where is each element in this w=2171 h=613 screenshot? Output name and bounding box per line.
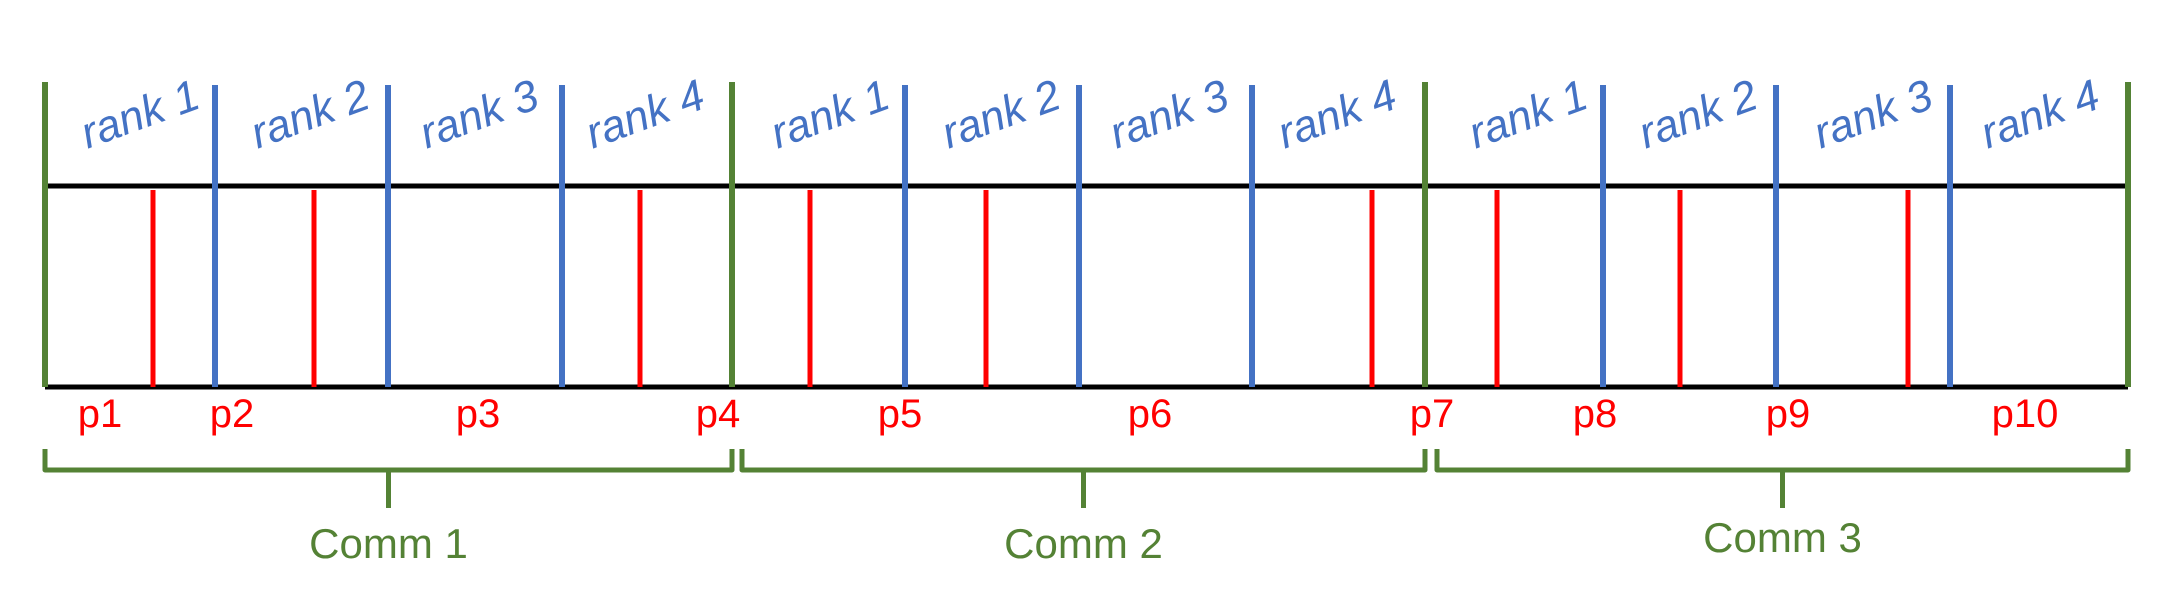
track-lines xyxy=(45,183,2128,390)
rank-label-4: rank 4 xyxy=(1974,70,2106,158)
partition-label-p2: p2 xyxy=(210,392,255,436)
partition-label-p5: p5 xyxy=(878,392,923,436)
rank-label-2: rank 2 xyxy=(244,70,376,158)
comm-boundaries xyxy=(42,82,2131,387)
partition-labels: p1 p2 p3 p4 p5 p6 p7 p8 p9 p10 xyxy=(78,392,2059,436)
rank-label-3: rank 3 xyxy=(1103,70,1235,158)
partition-label-p8: p8 xyxy=(1573,392,1618,436)
rank-label-4: rank 4 xyxy=(1271,70,1403,158)
comm-labels: Comm 1 Comm 2 Comm 3 xyxy=(309,514,1862,567)
rank-label-2: rank 2 xyxy=(935,70,1067,158)
comm-brace-1 xyxy=(42,449,735,508)
partition-label-p3: p3 xyxy=(456,392,501,436)
comm-brace-3 xyxy=(1434,449,2131,508)
comm-label-1: Comm 1 xyxy=(309,520,468,567)
partition-label-p1: p1 xyxy=(78,392,123,436)
rank-boundaries xyxy=(212,85,1953,387)
partition-label-p7: p7 xyxy=(1410,392,1455,436)
partition-label-p10: p10 xyxy=(1992,392,2059,436)
rank-label-4: rank 4 xyxy=(579,70,711,158)
rank-label-3: rank 3 xyxy=(1807,70,1939,158)
rank-label-3: rank 3 xyxy=(413,70,545,158)
comm-label-3: Comm 3 xyxy=(1703,514,1862,561)
comm-braces xyxy=(42,449,2131,508)
comm-label-2: Comm 2 xyxy=(1004,520,1163,567)
partition-label-p9: p9 xyxy=(1766,392,1811,436)
rank-label-2: rank 2 xyxy=(1632,70,1764,158)
partition-markers xyxy=(150,190,1911,387)
rank-label-1: rank 1 xyxy=(764,70,896,158)
partition-label-p4: p4 xyxy=(696,392,741,436)
rank-labels: rank 1 rank 2 rank 3 rank 4 rank 1 rank 2 rank… xyxy=(74,70,2106,158)
rank-label-1: rank 1 xyxy=(74,70,206,158)
rank-label-1: rank 1 xyxy=(1462,70,1594,158)
partition-label-p6: p6 xyxy=(1128,392,1173,436)
comm-brace-2 xyxy=(739,449,1428,508)
